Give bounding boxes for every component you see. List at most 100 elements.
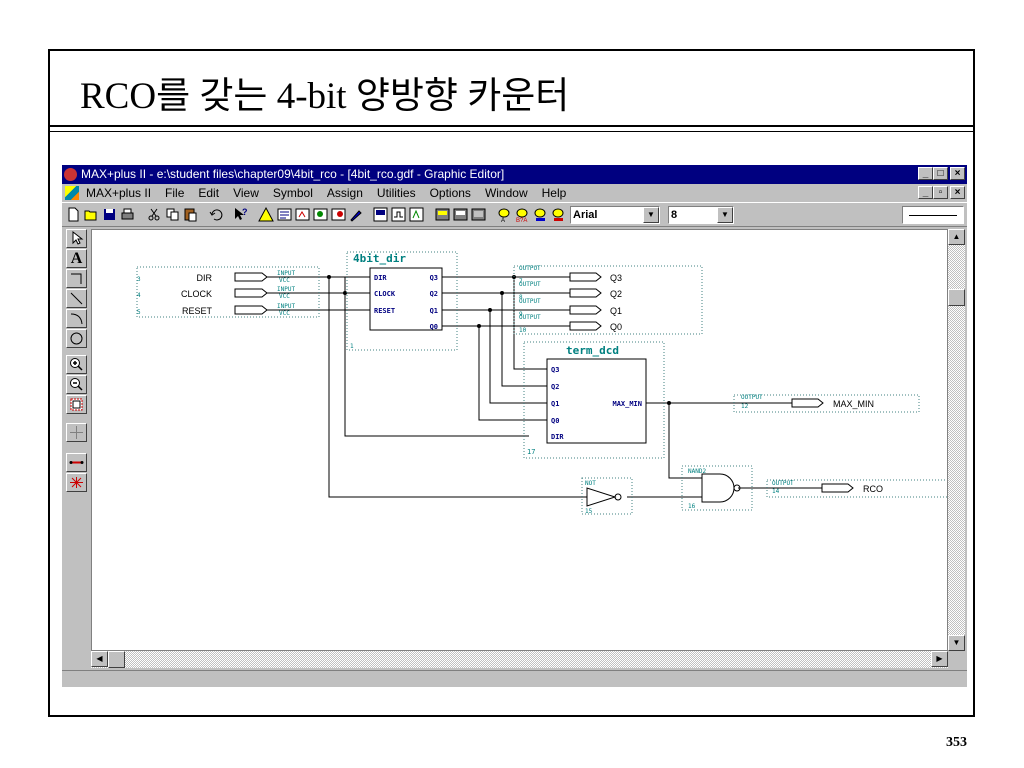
block-dir-port-dir: DIR xyxy=(374,274,387,282)
app-icon[interactable] xyxy=(64,168,77,181)
font-select[interactable]: Arial ▼ xyxy=(570,206,660,224)
pin-number-q1: 9 xyxy=(519,311,523,318)
brush-icon[interactable] xyxy=(348,206,365,223)
cut-icon[interactable] xyxy=(146,206,163,223)
mdi-close-button[interactable]: × xyxy=(950,186,965,199)
pin-number-dir: 3 xyxy=(137,276,141,283)
font-size-dropdown-icon[interactable]: ▼ xyxy=(717,207,733,223)
scroll-left-icon[interactable]: ◀ xyxy=(91,651,108,667)
arc-tool-icon[interactable] xyxy=(66,309,87,328)
input-type-reset: INPUT xyxy=(277,303,295,310)
horizontal-scroll-thumb[interactable] xyxy=(108,651,125,668)
menu-edit[interactable]: Edit xyxy=(198,186,220,200)
mdi-restore-button[interactable]: ▫ xyxy=(933,186,948,199)
window-titlebar[interactable]: MAX+plus II - e:\student files\chapter09… xyxy=(62,165,967,184)
output-label-max-min[interactable]: MAX_MIN xyxy=(833,399,874,409)
hierarchy-down-icon[interactable] xyxy=(276,206,293,223)
open-folder-icon[interactable] xyxy=(83,206,100,223)
paste-icon[interactable] xyxy=(182,206,199,223)
vertical-scrollbar[interactable]: ▲ ▼ xyxy=(948,229,965,651)
horizontal-scrollbar[interactable]: ◀ ▶ xyxy=(91,651,948,668)
menu-symbol[interactable]: Symbol xyxy=(272,186,313,200)
diagonal-line-icon[interactable] xyxy=(66,289,87,308)
rubberbanding-icon[interactable] xyxy=(66,423,87,442)
new-file-icon[interactable] xyxy=(65,206,82,223)
hierarchy-up-icon[interactable] xyxy=(258,206,275,223)
fit-in-window-icon[interactable] xyxy=(66,395,87,414)
floorplan-icon[interactable] xyxy=(470,206,487,223)
menu-maxplus[interactable]: MAX+plus II xyxy=(86,186,152,200)
assign-device-icon[interactable] xyxy=(550,206,567,223)
scroll-up-icon[interactable]: ▲ xyxy=(948,229,965,245)
block-dcd-port-q2: Q2 xyxy=(551,383,559,391)
undo-icon[interactable] xyxy=(208,206,225,223)
slide-title: RCO를 갖는 4-bit 양방향 카운터 xyxy=(80,76,570,117)
status-bar xyxy=(62,670,967,687)
message-processor-icon[interactable] xyxy=(452,206,469,223)
circle-tool-icon[interactable] xyxy=(66,329,87,348)
menu-utilities[interactable]: Utilities xyxy=(376,186,416,200)
programmer-icon[interactable] xyxy=(434,206,451,223)
output-label-q2[interactable]: Q2 xyxy=(610,289,622,299)
vcc-reset: VCC xyxy=(279,310,290,317)
text-tool-icon[interactable]: A xyxy=(66,249,87,268)
save-icon[interactable] xyxy=(101,206,118,223)
disconnect-line-icon[interactable] xyxy=(66,473,87,492)
assign-logic-icon[interactable]: B?A xyxy=(514,206,531,223)
copy-icon[interactable] xyxy=(164,206,181,223)
menu-window[interactable]: Window xyxy=(484,186,528,200)
timing-analyzer-icon[interactable] xyxy=(408,206,425,223)
output-label-q0[interactable]: Q0 xyxy=(610,322,622,332)
document-menu-icon[interactable] xyxy=(65,186,79,200)
menu-options[interactable]: Options xyxy=(429,186,471,200)
menu-help[interactable]: Help xyxy=(541,186,567,200)
vertical-scroll-thumb[interactable] xyxy=(948,289,965,306)
orthogonal-line-icon[interactable] xyxy=(66,269,87,288)
compiler-icon[interactable] xyxy=(372,206,389,223)
simulator-icon[interactable] xyxy=(390,206,407,223)
menu-file[interactable]: File xyxy=(165,186,185,200)
output-label-q3[interactable]: Q3 xyxy=(610,273,622,283)
output-label-q1[interactable]: Q1 xyxy=(610,306,622,316)
font-dropdown-icon[interactable]: ▼ xyxy=(643,207,659,223)
block-dcd-port-q3: Q3 xyxy=(551,366,559,374)
close-button[interactable]: × xyxy=(950,167,965,180)
hierarchy-project-icon[interactable] xyxy=(312,206,329,223)
pin-number-q3: 7 xyxy=(519,278,523,285)
print-icon[interactable] xyxy=(119,206,136,223)
line-style-select[interactable] xyxy=(902,206,964,224)
input-label-reset[interactable]: RESET xyxy=(182,306,213,316)
menu-assign[interactable]: Assign xyxy=(326,186,363,200)
schematic-canvas[interactable]: 3 DIR INPUT VCC 4 CLOCK INPUT VCC 5 RESE… xyxy=(91,229,948,651)
block-dir-port-clock: CLOCK xyxy=(374,290,396,298)
open-editor-icon[interactable] xyxy=(330,206,347,223)
menu-view[interactable]: View xyxy=(233,186,259,200)
maximize-button[interactable]: □ xyxy=(933,167,948,180)
hierarchy-top-icon[interactable] xyxy=(294,206,311,223)
assign-pin-icon[interactable]: A xyxy=(496,206,513,223)
scroll-down-icon[interactable]: ▼ xyxy=(948,635,965,651)
output-type-rco: OUTPUT xyxy=(772,480,794,487)
nand-gate-label[interactable]: NAND2 xyxy=(688,468,706,475)
block-name-4bit-dir[interactable]: 4bit_dir xyxy=(353,252,406,265)
block-dir-port-reset: RESET xyxy=(374,307,395,315)
zoom-in-icon[interactable] xyxy=(66,355,87,374)
output-label-rco[interactable]: RCO xyxy=(863,484,883,494)
assign-timing-icon[interactable] xyxy=(532,206,549,223)
input-label-dir[interactable]: DIR xyxy=(197,273,213,283)
block-name-term-dcd[interactable]: term_dcd xyxy=(566,344,619,357)
help-pointer-icon[interactable]: ? xyxy=(232,206,249,223)
block-dcd-instance: 17 xyxy=(527,448,535,456)
input-label-clock[interactable]: CLOCK xyxy=(181,289,212,299)
connect-line-icon[interactable] xyxy=(66,453,87,472)
selection-arrow-icon[interactable] xyxy=(66,229,87,248)
not-gate-label[interactable]: NOT xyxy=(585,480,596,487)
mdi-minimize-button[interactable]: _ xyxy=(918,186,933,199)
scroll-right-icon[interactable]: ▶ xyxy=(931,651,948,667)
input-type-clock: INPUT xyxy=(277,286,295,293)
zoom-out-icon[interactable] xyxy=(66,375,87,394)
font-size-select[interactable]: 8 ▼ xyxy=(668,206,734,224)
input-type-dir: INPUT xyxy=(277,270,295,277)
toolbar: ? A B?A Arial ▼ 8 ▼ xyxy=(62,202,967,227)
minimize-button[interactable]: _ xyxy=(918,167,933,180)
